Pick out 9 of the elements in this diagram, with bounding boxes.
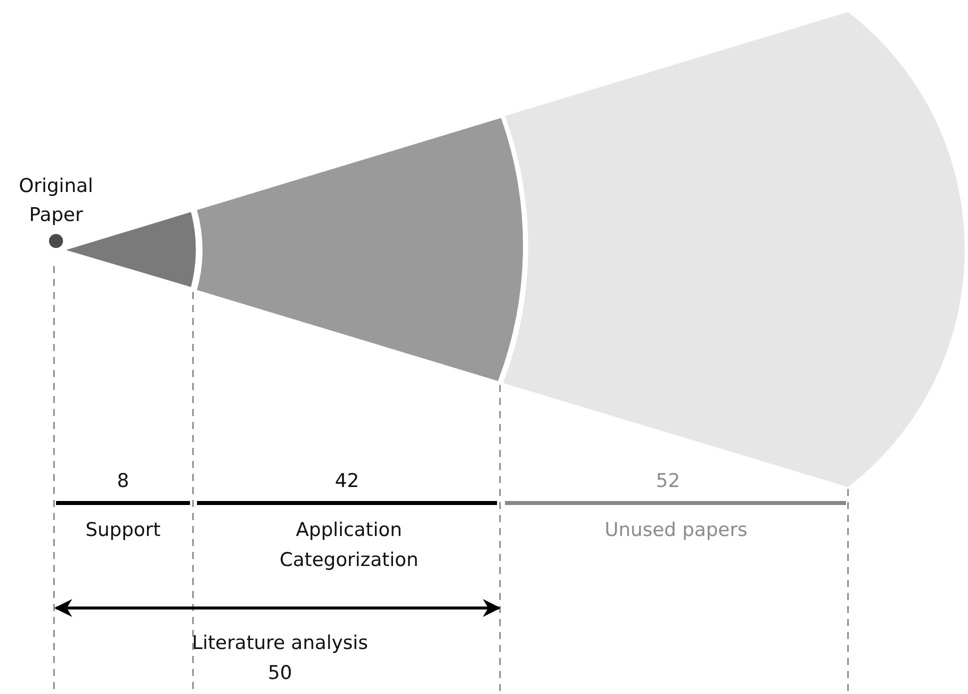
- label-text: 50: [266, 661, 294, 686]
- label-text: 42: [334, 469, 360, 494]
- label-text: Unused papers: [604, 518, 748, 543]
- label-text: Literature analysis: [190, 631, 369, 656]
- label-text: Support: [84, 518, 162, 543]
- label-text: 52: [654, 469, 682, 494]
- node-label: Original Paper: [18, 174, 94, 228]
- label-text: 8: [116, 469, 130, 494]
- label-text: Application Categorization: [278, 518, 420, 573]
